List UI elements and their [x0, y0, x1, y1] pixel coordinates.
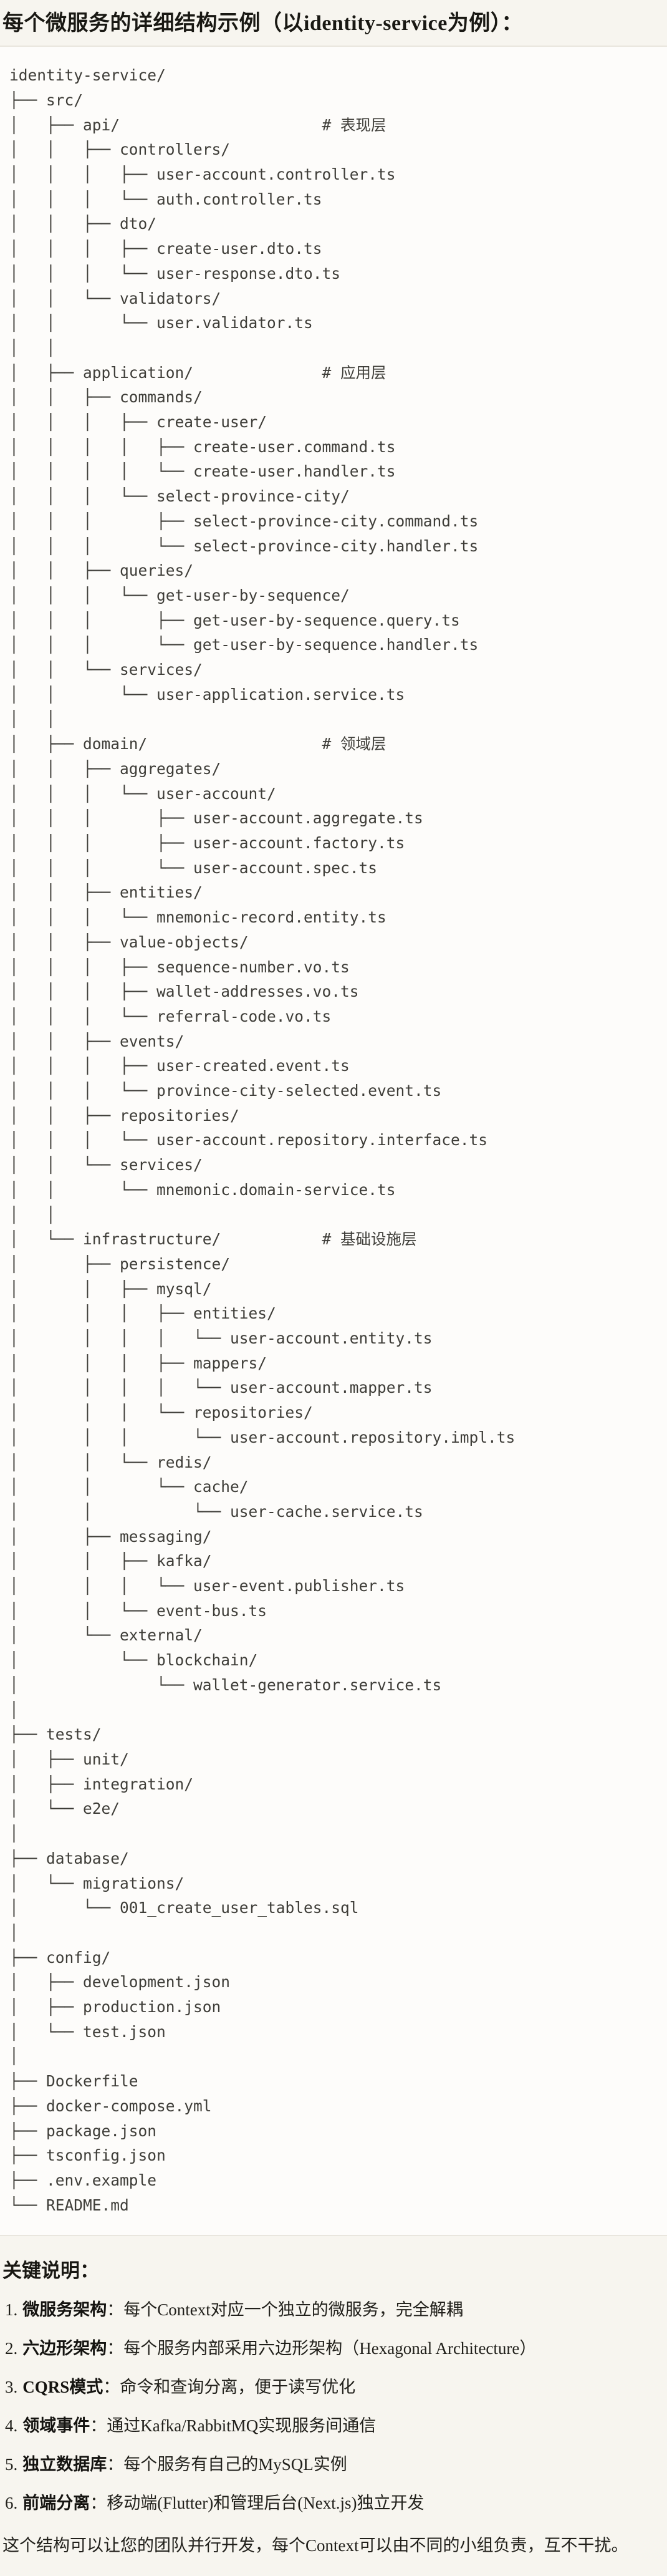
page-title: 每个微服务的详细结构示例（以identity-service为例）： [2, 12, 523, 35]
note-label: 独立数据库 [22, 2455, 107, 2474]
note-number: 1. [5, 2300, 18, 2320]
note-item: 4.领域事件：通过Kafka/RabbitMQ实现服务间通信 [5, 2414, 662, 2438]
note-item: 1.微服务架构：每个Context对应一个独立的微服务，完全解耦 [5, 2298, 662, 2322]
note-item: 5.独立数据库：每个服务有自己的MySQL实例 [5, 2453, 662, 2476]
note-number: 3. [5, 2378, 18, 2397]
notes-heading: 关键说明： [2, 2260, 99, 2282]
note-text: ：通过Kafka/RabbitMQ实现服务间通信 [90, 2416, 377, 2436]
directory-tree-text: identity-service/ ├── src/ │ ├── api/ # … [9, 66, 516, 2214]
note-label: 前端分离 [22, 2494, 90, 2513]
closing-paragraph: 这个结构可以让您的团队并行开发，每个Context可以由不同的小组负责，互不干扰… [2, 2536, 628, 2555]
note-item: 2.六边形架构：每个服务内部采用六边形架构（Hexagonal Architec… [5, 2336, 662, 2360]
note-number: 4. [5, 2416, 18, 2436]
notes-list: 1.微服务架构：每个Context对应一个独立的微服务，完全解耦 2.六边形架构… [2, 2298, 662, 2515]
directory-tree-code-block: identity-service/ ├── src/ │ ├── api/ # … [0, 46, 667, 2237]
note-label: 微服务架构 [22, 2300, 107, 2320]
note-label: CQRS模式 [22, 2378, 103, 2397]
notes-section: 关键说明： 1.微服务架构：每个Context对应一个独立的微服务，完全解耦 2… [0, 2255, 667, 2576]
note-item: 3.CQRS模式：命令和查询分离，便于读写优化 [5, 2375, 662, 2399]
note-number: 5. [5, 2455, 18, 2474]
note-label: 领域事件 [22, 2416, 90, 2436]
note-text: ：每个服务内部采用六边形架构（Hexagonal Architecture） [107, 2339, 537, 2358]
note-number: 2. [5, 2339, 18, 2358]
note-text: ：每个Context对应一个独立的微服务，完全解耦 [107, 2300, 463, 2320]
note-number: 6. [5, 2494, 18, 2513]
note-text: ：移动端(Flutter)和管理后台(Next.js)独立开发 [90, 2494, 425, 2513]
note-label: 六边形架构 [22, 2339, 107, 2358]
note-item: 6.前端分离：移动端(Flutter)和管理后台(Next.js)独立开发 [5, 2491, 662, 2515]
note-text: ：每个服务有自己的MySQL实例 [107, 2455, 347, 2474]
note-text: ：命令和查询分离，便于读写优化 [103, 2378, 356, 2397]
